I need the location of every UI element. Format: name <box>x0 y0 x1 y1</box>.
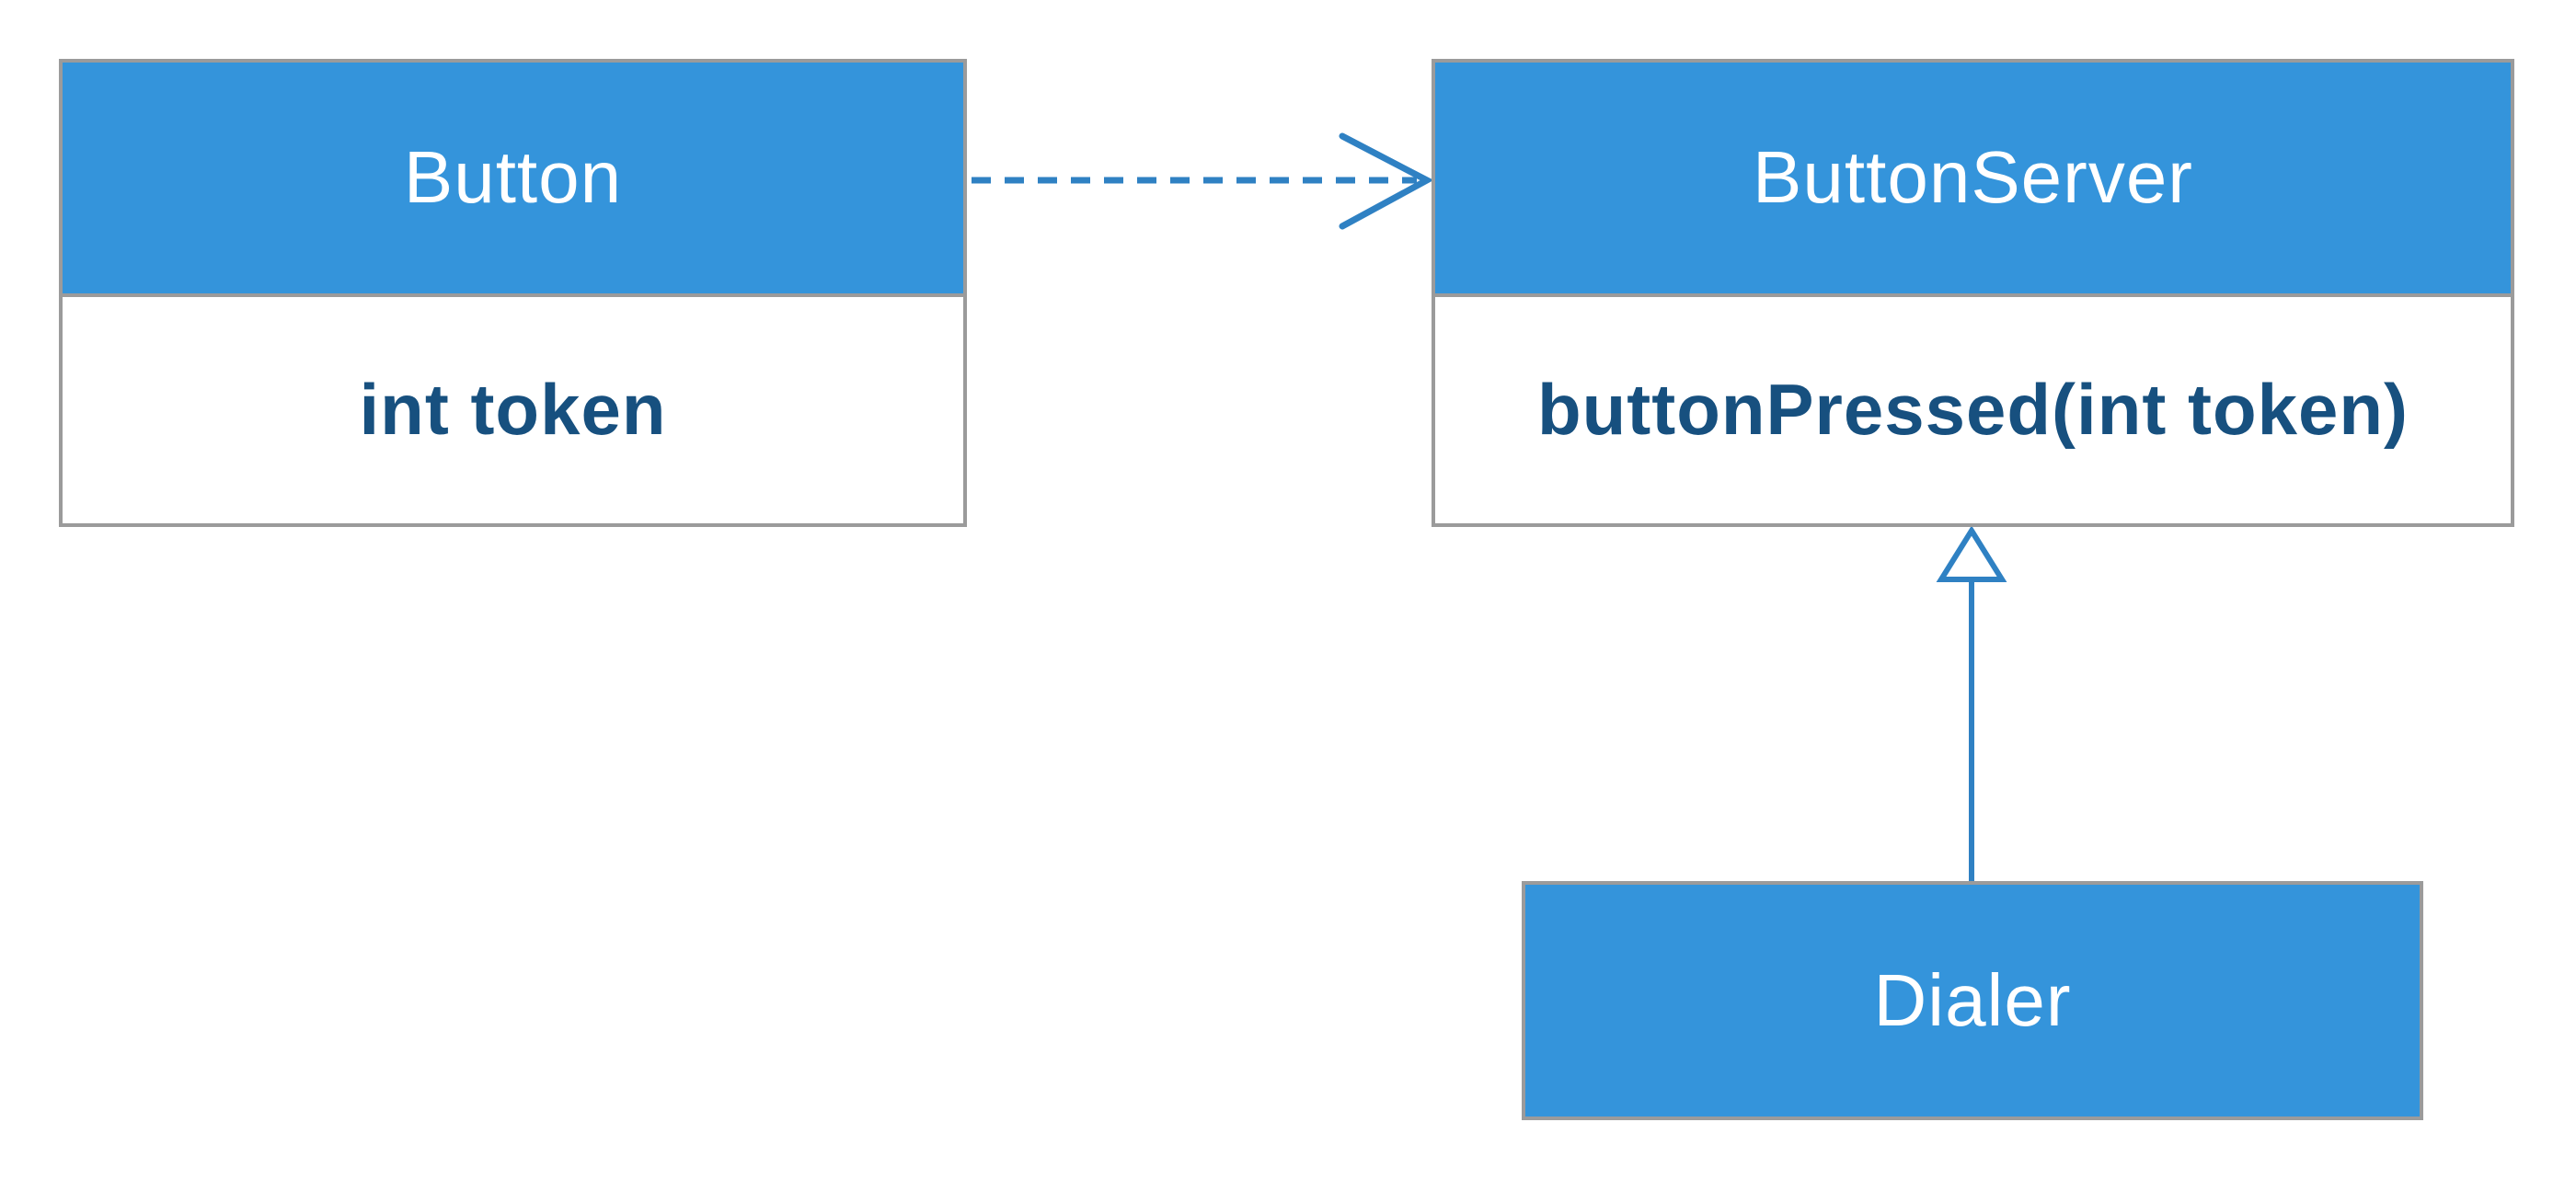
class-buttonserver-operation: buttonPressed(int token) <box>1536 369 2409 451</box>
class-button-attribute-section: int token <box>63 292 963 523</box>
class-box-button: Button int token <box>59 59 967 527</box>
class-box-buttonserver: ButtonServer buttonPressed(int token) <box>1432 59 2514 527</box>
class-button-title: Button <box>403 136 623 219</box>
dependency-arrow <box>972 132 1434 230</box>
class-box-dialer: Dialer <box>1522 881 2423 1120</box>
class-dialer-title: Dialer <box>1873 959 2072 1041</box>
class-buttonserver-operation-section: buttonPressed(int token) <box>1435 292 2511 523</box>
hollow-triangle-arrowhead-icon <box>1936 525 2007 582</box>
class-buttonserver-title: ButtonServer <box>1753 136 2193 219</box>
realization-arrow <box>1936 525 2007 881</box>
class-buttonserver-header: ButtonServer <box>1435 63 2511 293</box>
class-button-header: Button <box>63 63 963 293</box>
class-dialer-header: Dialer <box>1525 885 2420 1117</box>
class-button-attribute: int token <box>359 369 667 451</box>
open-arrowhead-icon <box>1339 132 1434 230</box>
